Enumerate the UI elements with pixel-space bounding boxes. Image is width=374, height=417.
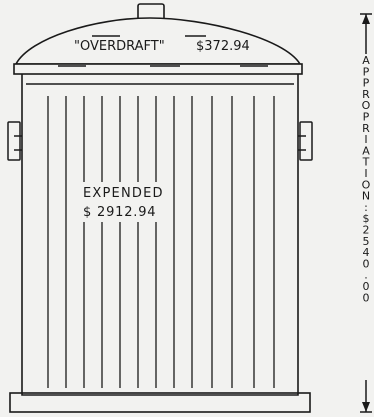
can-ribs <box>48 96 274 388</box>
can-bottom-band <box>10 393 310 412</box>
overdraft-label: "OVERDRAFT" <box>74 39 165 54</box>
right-side-handle <box>298 122 312 160</box>
can-body <box>22 74 298 395</box>
left-side-handle <box>8 122 22 160</box>
appropriation-char: 0 <box>363 291 370 304</box>
expended-amount: $ 2912.94 <box>83 205 156 220</box>
overdraft-amount: $372.94 <box>196 39 250 54</box>
expended-label: EXPENDED <box>83 186 164 201</box>
